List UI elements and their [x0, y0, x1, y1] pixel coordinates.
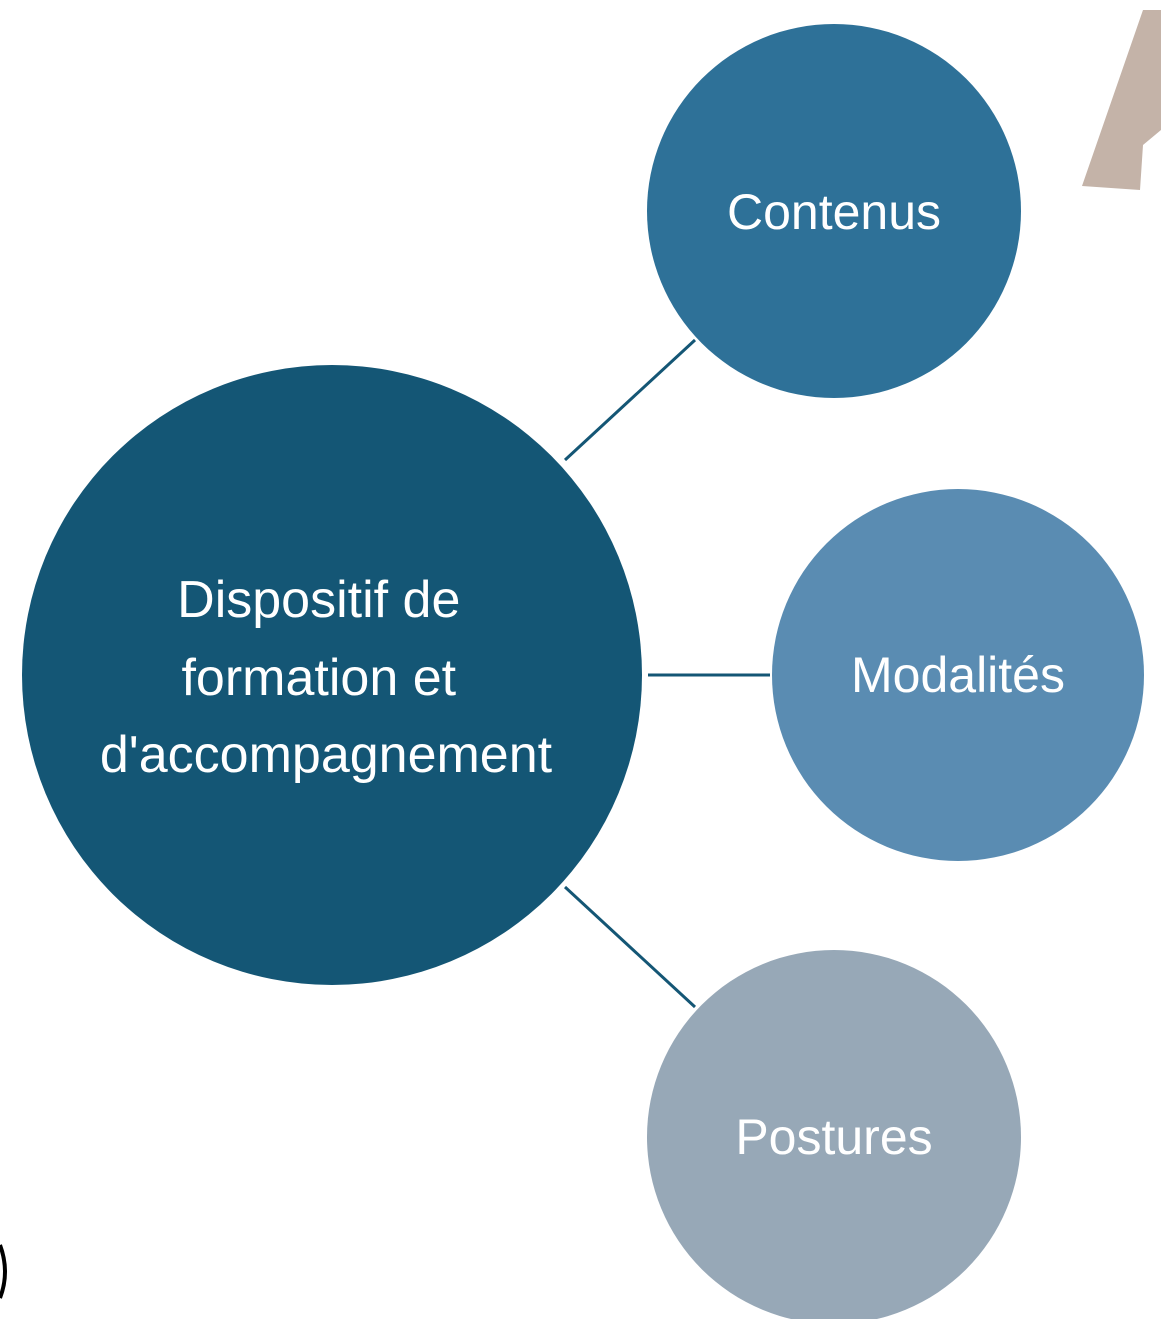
center-label-line-1: Dispositif de — [177, 571, 460, 629]
center-label-line-2: formation et — [181, 649, 456, 707]
center-node-label: Dispositif de formation et d'accompagnem… — [100, 571, 553, 784]
branch-contenus-circle — [647, 24, 1021, 398]
branch-postures-circle — [647, 950, 1021, 1319]
branch-node-contenus[interactable]: Contenus — [647, 24, 1021, 398]
branch-modalites-label: Modalités — [851, 647, 1065, 703]
center-label-line-3: d'accompagnement — [100, 726, 553, 784]
branch-postures-label: Postures — [735, 1109, 932, 1165]
center-node-circle — [22, 365, 642, 985]
connector-postures — [563, 885, 697, 1009]
branch-modalites-circle — [772, 489, 1144, 861]
decorative-shape — [1082, 10, 1161, 190]
branch-contenus-label: Contenus — [727, 184, 941, 240]
branch-node-postures[interactable]: Postures — [647, 950, 1021, 1319]
branch-node-modalites[interactable]: Modalités — [772, 489, 1144, 861]
decorative-edge-mark — [0, 1244, 7, 1299]
connector-contenus — [563, 338, 697, 462]
center-node[interactable]: Dispositif de formation et d'accompagnem… — [22, 365, 642, 985]
